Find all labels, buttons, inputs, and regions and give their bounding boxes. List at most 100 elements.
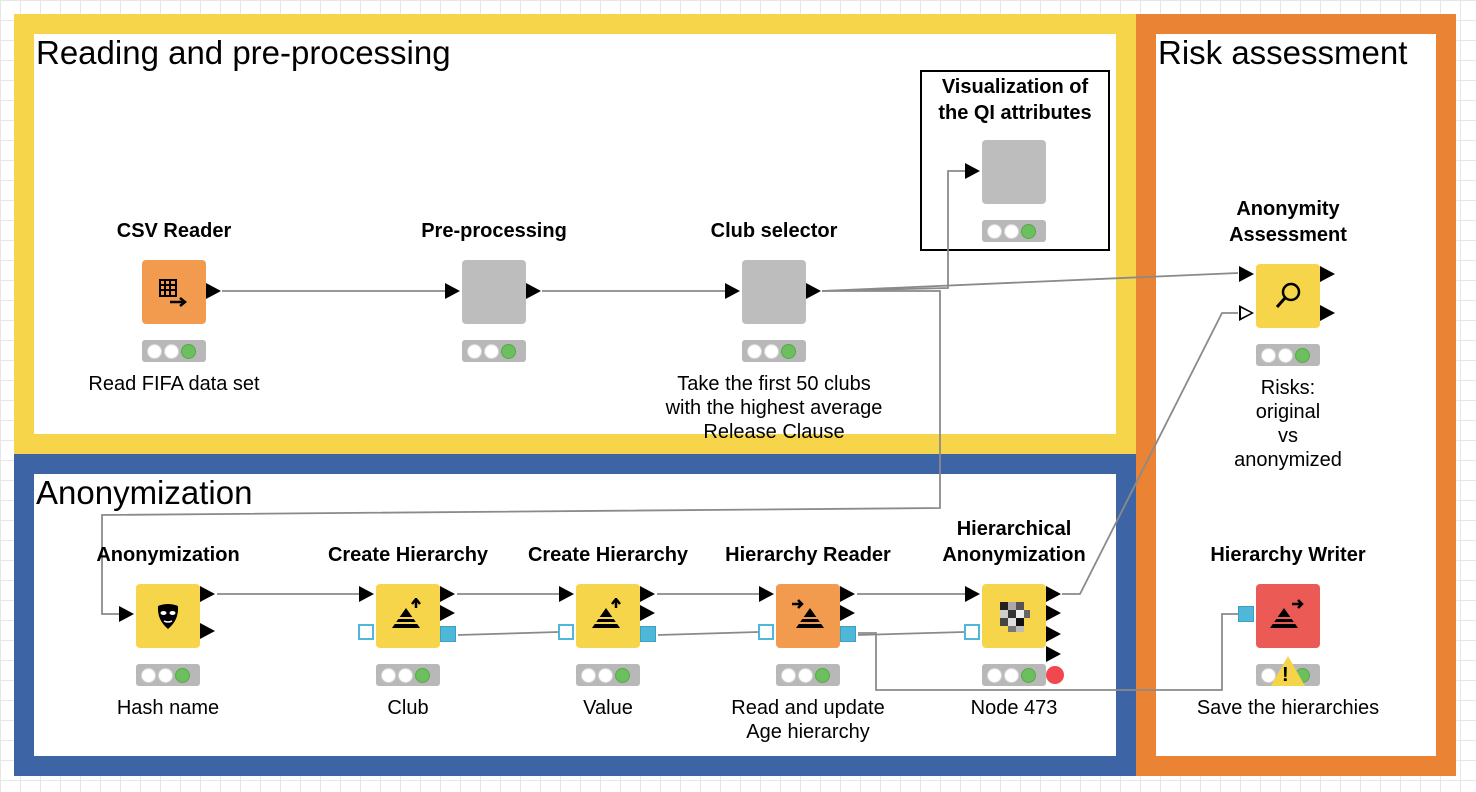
hierarchy-input-port[interactable] — [358, 624, 374, 640]
node-title: Anonymity Assessment — [1229, 196, 1347, 248]
output-port-2[interactable] — [1320, 305, 1335, 321]
node-label-line-1: Take the first 50 clubs — [677, 373, 871, 395]
checker-icon — [1000, 602, 1030, 632]
node-icon-box[interactable] — [982, 584, 1046, 648]
status-light-green — [1021, 667, 1036, 683]
node-title-line-2: Assessment — [1229, 224, 1347, 246]
input-port[interactable] — [759, 586, 774, 602]
input-port-data[interactable] — [1239, 266, 1254, 282]
output-port-1[interactable] — [640, 586, 655, 602]
node-icon-box[interactable] — [376, 584, 440, 648]
metanode-icon[interactable] — [742, 260, 806, 324]
metanode-icon[interactable] — [462, 260, 526, 324]
status-light-red — [467, 343, 482, 359]
output-port-3[interactable] — [1046, 626, 1061, 642]
output-port-1[interactable] — [440, 586, 455, 602]
input-port[interactable] — [965, 586, 980, 602]
node-title: Anonymization — [96, 544, 240, 566]
input-port[interactable] — [725, 283, 740, 299]
node-create-hierarchy-club[interactable]: Create Hierarchy Club — [328, 544, 488, 719]
hierarchy-input-port[interactable] — [758, 624, 774, 640]
input-port[interactable] — [445, 283, 460, 299]
node-icon-box[interactable] — [1256, 584, 1320, 648]
output-port-2[interactable] — [640, 605, 655, 621]
annotation-reading-title: Reading and pre-processing — [36, 34, 451, 71]
status-traffic-light — [136, 664, 200, 686]
input-port-optional[interactable] — [1239, 305, 1254, 321]
status-light-green — [815, 667, 830, 683]
node-label[interactable]: Club — [387, 697, 429, 719]
node-anonymization[interactable]: Anonymization Hash name — [96, 544, 239, 719]
input-port[interactable] — [559, 586, 574, 602]
output-port-2[interactable] — [200, 623, 215, 639]
hierarchy-output-port[interactable] — [440, 626, 456, 642]
hierarchy-input-port[interactable] — [964, 624, 980, 640]
node-club-selector[interactable]: Club selector Take the first 50 clubs wi… — [666, 220, 883, 443]
status-light-green — [615, 667, 630, 683]
status-light-red — [781, 667, 796, 683]
hierarchy-output-port[interactable] — [640, 626, 656, 642]
input-port[interactable] — [965, 163, 980, 179]
hierarchy-input-port[interactable] — [558, 624, 574, 640]
output-port-1[interactable] — [200, 586, 215, 602]
node-preprocessing[interactable]: Pre-processing — [421, 220, 567, 362]
node-anonymity-assessment[interactable]: Anonymity Assessment Risks: original vs … — [1229, 198, 1347, 471]
node-csv-reader[interactable]: CSV Reader Read FIFA data set — [88, 220, 259, 395]
warning-mark: ! — [1282, 664, 1289, 686]
status-traffic-light — [576, 664, 640, 686]
status-light-yellow — [1278, 347, 1293, 363]
status-light-green — [175, 667, 190, 683]
output-port-4[interactable] — [1046, 646, 1061, 662]
node-label[interactable]: Value — [583, 697, 633, 719]
node-label[interactable]: Risks: original vs anonymized — [1234, 376, 1342, 472]
hierarchy-input-port[interactable] — [1238, 606, 1254, 622]
node-icon-box[interactable] — [776, 584, 840, 648]
input-port[interactable] — [359, 586, 374, 602]
node-label[interactable]: Read and update Age hierarchy — [731, 696, 884, 744]
output-port-2[interactable] — [440, 605, 455, 621]
node-label-line-1: Read and update — [731, 697, 885, 719]
node-label[interactable]: Take the first 50 clubs with the highest… — [666, 372, 883, 444]
output-port-1[interactable] — [1320, 266, 1335, 282]
node-visualization[interactable] — [965, 140, 1046, 242]
output-port[interactable] — [806, 283, 821, 299]
warning-icon[interactable] — [1271, 656, 1305, 686]
node-title-line-1: Hierarchical — [956, 518, 1072, 540]
status-light-red — [747, 343, 762, 359]
pyramid-in-icon — [792, 599, 824, 628]
node-hierarchical-anonymization[interactable]: Hierarchical Anonymization Node 473 — [942, 518, 1085, 719]
status-light-green — [1021, 223, 1036, 239]
output-port[interactable] — [526, 283, 541, 299]
node-label-line-2: Age hierarchy — [746, 721, 870, 743]
node-label[interactable]: Hash name — [116, 697, 220, 719]
node-create-hierarchy-value[interactable]: Create Hierarchy Value — [528, 544, 688, 719]
output-port-1[interactable] — [1046, 586, 1061, 602]
output-port-2[interactable] — [1046, 605, 1061, 621]
output-port-2[interactable] — [840, 605, 855, 621]
node-title: Create Hierarchy — [327, 544, 489, 566]
output-port-1[interactable] — [840, 586, 855, 602]
node-hierarchy-writer[interactable]: Hierarchy Writer ! Save the hierarchies — [1197, 544, 1379, 719]
status-light-yellow — [1004, 667, 1019, 683]
node-icon-box[interactable] — [1256, 264, 1320, 328]
metanode-icon[interactable] — [982, 140, 1046, 204]
status-light-red — [147, 343, 162, 359]
status-light-red — [987, 223, 1002, 239]
node-icon-box[interactable] — [576, 584, 640, 648]
table-arrow-icon — [159, 279, 188, 307]
node-label-line-2: original — [1255, 401, 1321, 423]
status-light-yellow — [1004, 223, 1019, 239]
node-label[interactable]: Read FIFA data set — [88, 373, 260, 395]
node-label[interactable]: Save the hierarchies — [1196, 697, 1380, 719]
status-light-green — [181, 343, 196, 359]
status-light-green — [1295, 347, 1310, 363]
node-hierarchy-reader[interactable]: Hierarchy Reader Read and update Age hie… — [725, 544, 891, 743]
output-port[interactable] — [206, 283, 221, 299]
error-icon[interactable] — [1046, 666, 1064, 684]
node-label[interactable]: Node 473 — [970, 697, 1058, 719]
hierarchy-output-port[interactable] — [840, 626, 856, 642]
node-icon-box[interactable] — [142, 260, 206, 324]
input-port[interactable] — [119, 606, 134, 622]
node-icon-box[interactable] — [136, 584, 200, 648]
node-title: Pre-processing — [421, 220, 567, 242]
